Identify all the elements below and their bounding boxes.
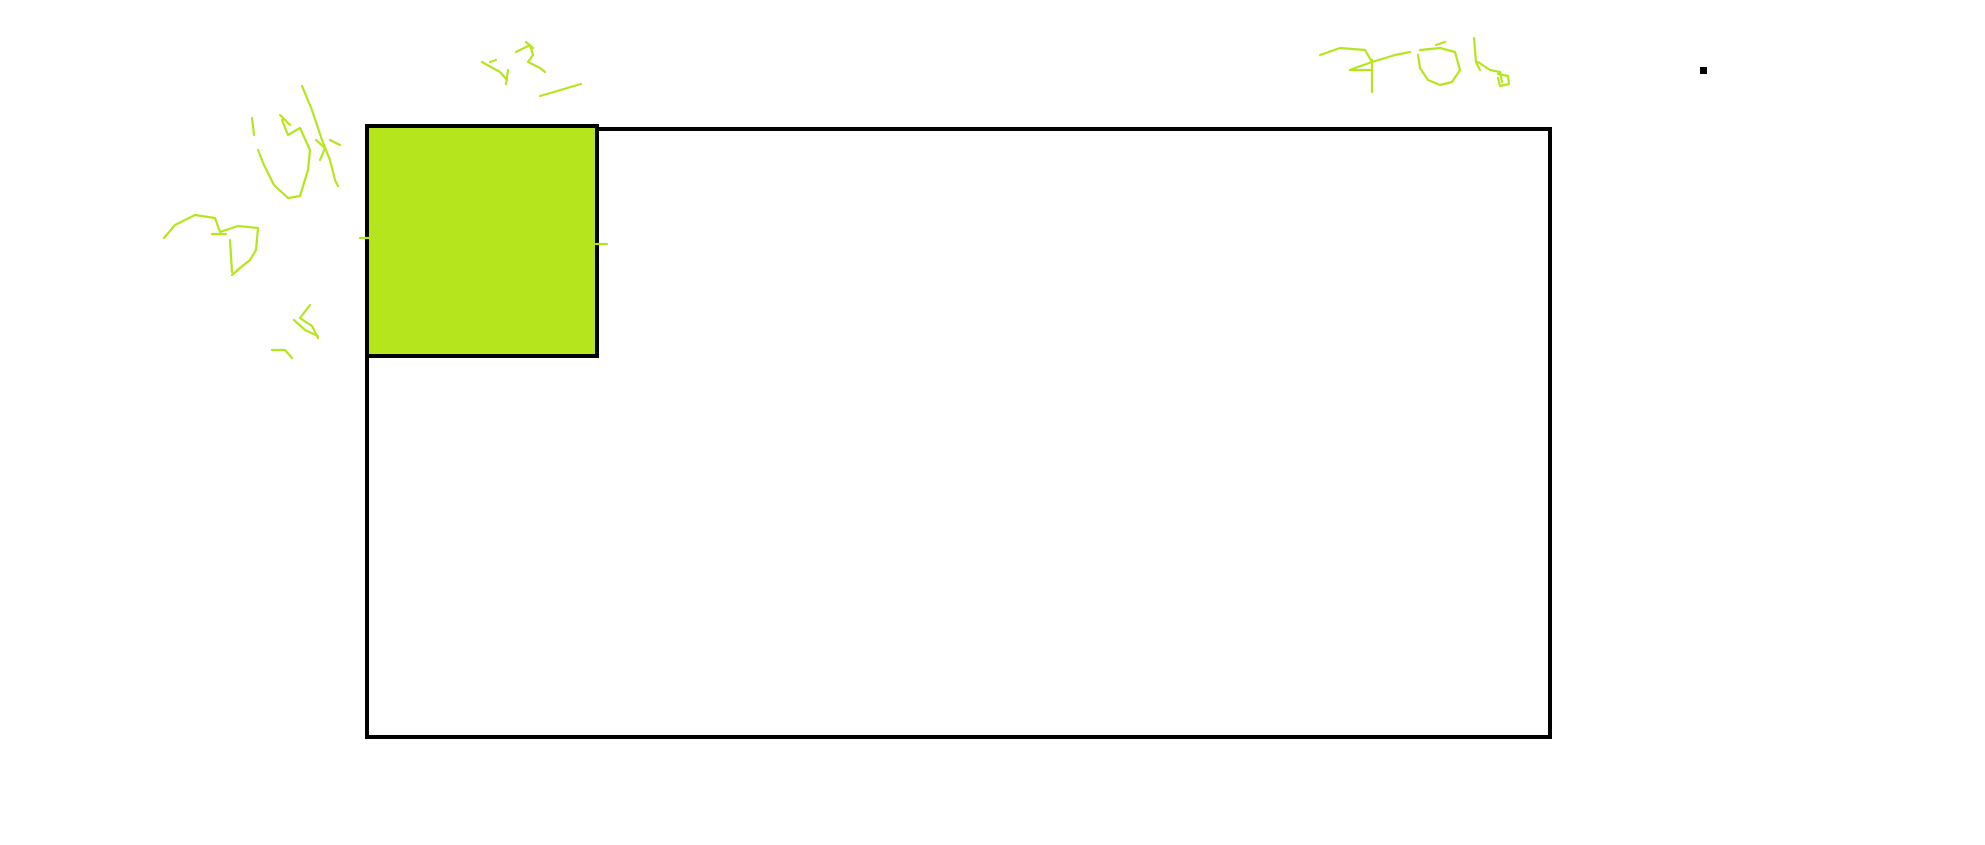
filled-green-square <box>365 124 599 358</box>
scribble-left-upper <box>250 84 342 200</box>
scribble-left-middle <box>162 213 260 277</box>
scribble-left-lower <box>270 303 320 360</box>
stray-dot <box>1700 67 1707 74</box>
scribble-top-left <box>480 40 583 98</box>
scribble-top-right <box>1318 36 1511 94</box>
